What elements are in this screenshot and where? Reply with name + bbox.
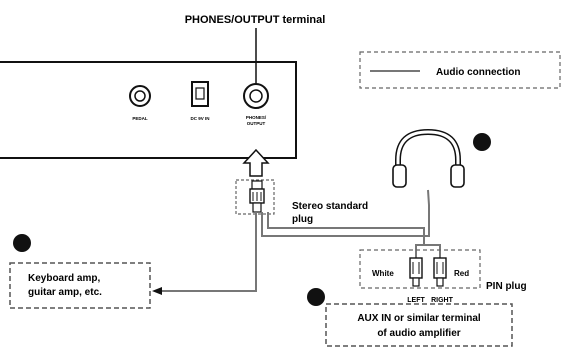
headphones-bullet xyxy=(473,133,491,151)
keyboard-amp-label-2: guitar amp, etc. xyxy=(28,287,102,298)
headphone-cable xyxy=(261,189,430,237)
legend-label: Audio connection xyxy=(436,67,520,78)
white-label: White xyxy=(372,269,394,278)
red-rca-plug-icon xyxy=(433,257,447,287)
legend-box xyxy=(359,51,561,89)
keyboard-amp-cable xyxy=(160,212,257,292)
pin-plug-label: PIN plug xyxy=(486,281,527,292)
keyboard-amp-box xyxy=(9,262,151,309)
keyboard-amp-label-1: Keyboard amp, xyxy=(28,273,100,284)
white-rca-plug-icon xyxy=(409,257,423,287)
left-label: LEFT xyxy=(407,297,425,304)
stereo-plug-label-1: Stereo standard xyxy=(292,201,368,212)
pedal-jack xyxy=(129,85,151,107)
aux-bullet xyxy=(307,288,325,306)
phones-output-jack xyxy=(243,83,269,109)
aux-cable xyxy=(267,212,425,262)
phones-jack-label-2: OUTPUT xyxy=(247,121,266,126)
aux-in-label-2: of audio amplifier xyxy=(377,328,460,339)
insert-arrow-icon xyxy=(242,148,270,177)
aux-in-box xyxy=(325,303,513,347)
pin-plug-box xyxy=(359,249,481,289)
headphones-icon xyxy=(392,128,465,188)
instrument-panel xyxy=(0,61,297,159)
dc-jack-label: DC 9V IN xyxy=(190,116,209,121)
pedal-jack-label: PEDAL xyxy=(132,116,148,121)
aux-cable-right xyxy=(424,244,441,262)
stereo-plug-icon xyxy=(249,180,265,213)
keyboard-amp-bullet xyxy=(13,234,31,252)
phones-jack-label-1: PHONES/ xyxy=(246,115,267,120)
stereo-plug-label-2: plug xyxy=(292,214,313,225)
right-label: RIGHT xyxy=(431,297,454,304)
red-label: Red xyxy=(454,269,469,278)
dc-jack xyxy=(191,81,209,107)
cable-end-arrow-icon xyxy=(152,287,162,295)
terminal-title: PHONES/OUTPUT terminal xyxy=(185,14,326,26)
aux-in-label-1: AUX IN or similar terminal xyxy=(357,313,481,324)
